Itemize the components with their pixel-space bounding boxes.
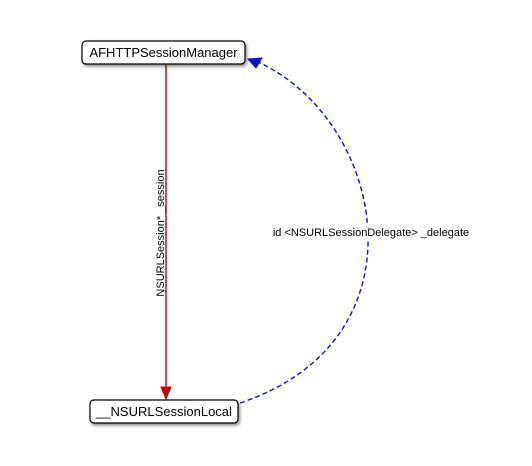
node-nsurlsessionlocal-box — [89, 399, 239, 424]
delegate-label-background — [272, 224, 472, 241]
node-nsurlsessionlocal-label: __NSURLSessionLocal — [95, 404, 232, 419]
session-edge: NSURLSession* _session — [155, 65, 172, 401]
session-arrowhead-icon — [160, 386, 172, 401]
delegate-edge-label: id <NSURLSessionDelegate> _delegate — [273, 227, 469, 239]
node-nsurlsessionlocal: __NSURLSessionLocal — [89, 399, 239, 424]
delegate-arrowhead-icon — [246, 57, 263, 69]
node-afhttpsessionmanager: AFHTTPSessionManager — [81, 40, 246, 65]
session-edge-label: NSURLSession* _session — [155, 169, 167, 296]
delegate-edge: id <NSURLSessionDelegate> _delegate — [239, 57, 472, 404]
node-afhttpsessionmanager-box — [81, 40, 246, 65]
node-afhttpsessionmanager-label: AFHTTPSessionManager — [89, 45, 238, 60]
